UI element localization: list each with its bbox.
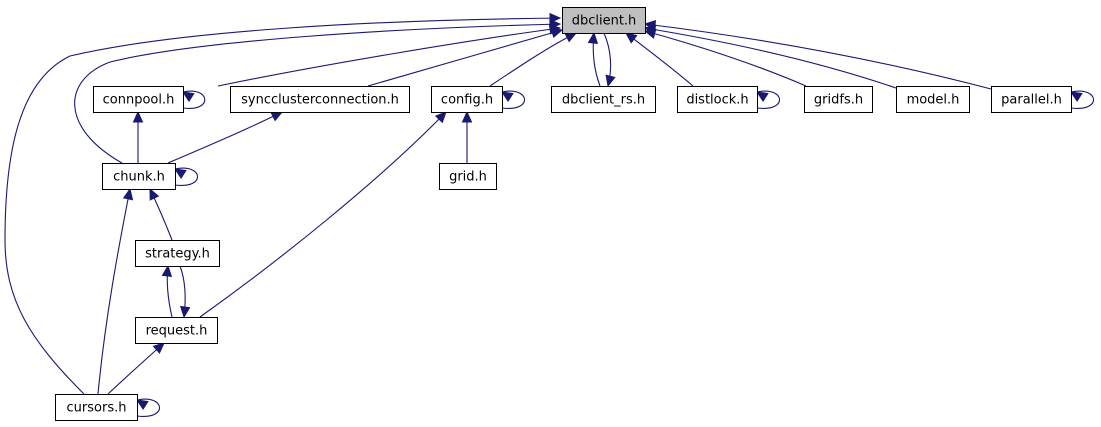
edge-chunk-to-connpool (132, 110, 144, 163)
node-label: parallel.h (1001, 93, 1062, 108)
node-grid[interactable]: grid.h (439, 163, 497, 190)
edge-grid-to-config (461, 110, 473, 163)
edge-cursors-to-chunk (97, 187, 134, 395)
node-label: request.h (146, 324, 208, 339)
node-label: distlock.h (686, 93, 748, 108)
node-box (677, 86, 758, 113)
nodes: dbclient.h connpool.h syncclusterconnectio… (55, 7, 1072, 421)
edge-gridfs-to-dbclient (643, 28, 807, 87)
node-box (551, 86, 656, 113)
arrowhead (135, 399, 149, 411)
arrowhead (643, 19, 657, 31)
arrowhead (1069, 91, 1083, 103)
edge-dbclient-rs-to-dbclient (587, 31, 601, 87)
node-box (896, 86, 970, 113)
edge-parallel-to-parallel (1069, 90, 1095, 109)
arrowhead (625, 32, 638, 44)
edge-model-to-dbclient (643, 24, 897, 89)
arrowhead (181, 91, 195, 103)
arrowhead (173, 168, 187, 180)
node-label: syncclusterconnection.h (241, 93, 399, 108)
edge-cursors-to-dbclient (4, 12, 562, 395)
node-parallel[interactable]: parallel.h (991, 86, 1072, 113)
edge-connpool-to-dbclient (217, 24, 562, 87)
edge-distlock-to-distlock (755, 90, 781, 109)
arrowhead (149, 187, 160, 201)
node-connpool[interactable]: connpool.h (93, 86, 184, 113)
node-request[interactable]: request.h (135, 317, 218, 344)
node-label: cursors.h (67, 401, 127, 416)
node-label: dbclient.h (572, 14, 637, 29)
node-model[interactable]: model.h (896, 86, 970, 113)
node-label: gridfs.h (814, 93, 863, 108)
node-box (991, 86, 1072, 113)
node-label: config.h (441, 93, 493, 108)
node-box (804, 86, 873, 113)
edge-request-to-strategy (161, 264, 173, 318)
arrowhead (550, 27, 564, 38)
edges (4, 12, 1095, 417)
edge-config-to-dbclient (489, 32, 578, 87)
arrowhead (549, 12, 562, 24)
node-syncclusterconnection[interactable]: syncclusterconnection.h (230, 86, 410, 113)
edge-config-to-config (500, 90, 526, 109)
node-label: model.h (907, 93, 960, 108)
node-config[interactable]: config.h (431, 86, 503, 113)
edge-cursors-to-request (107, 342, 165, 395)
edge-strategy-to-request (179, 265, 191, 319)
edge-request-to-config (199, 111, 447, 318)
arrowhead (132, 110, 144, 123)
node-label: chunk.h (113, 170, 165, 185)
edge-chunk-to-chunk (173, 167, 199, 186)
node-distlock[interactable]: distlock.h (677, 86, 758, 113)
arrowhead (461, 110, 473, 123)
arrowhead (122, 187, 134, 201)
arrowhead (755, 91, 769, 103)
arrowhead (152, 342, 165, 354)
edge-syncclusterconnection-to-dbclient (367, 27, 564, 87)
node-box (431, 86, 503, 113)
node-dbclient[interactable]: dbclient.h (562, 7, 646, 34)
edge-cursors-to-cursors (135, 398, 161, 417)
arrowhead (179, 305, 191, 319)
node-label: strategy.h (145, 247, 210, 262)
node-box (439, 163, 497, 190)
arrowhead (161, 264, 173, 277)
node-label: dbclient_rs.h (562, 93, 645, 108)
node-dbclient-rs[interactable]: dbclient_rs.h (551, 86, 656, 113)
edge-chunk-to-syncclusterconnection (167, 111, 284, 164)
edge-distlock-to-dbclient (625, 32, 694, 87)
arrowhead (587, 31, 599, 44)
node-box (93, 86, 184, 113)
edge-strategy-to-chunk (149, 187, 173, 241)
node-label: connpool.h (103, 93, 175, 108)
node-box (135, 317, 218, 344)
node-gridfs[interactable]: gridfs.h (804, 86, 873, 113)
edge-connpool-to-connpool (181, 90, 206, 109)
arrowhead (434, 111, 447, 124)
node-box (562, 7, 646, 34)
node-box (135, 240, 220, 267)
arrowhead (605, 74, 616, 88)
node-label: grid.h (449, 170, 487, 185)
node-strategy[interactable]: strategy.h (135, 240, 220, 267)
arrowhead (270, 111, 284, 122)
edge-dbclient-to-dbclient-rs (603, 32, 616, 88)
node-box (55, 394, 138, 421)
node-box (230, 86, 410, 113)
edge-parallel-to-dbclient (643, 19, 992, 90)
node-cursors[interactable]: cursors.h (55, 394, 138, 421)
node-box (102, 163, 176, 190)
arrowhead (564, 32, 578, 43)
arrowhead (500, 91, 514, 103)
node-chunk[interactable]: chunk.h (102, 163, 176, 190)
